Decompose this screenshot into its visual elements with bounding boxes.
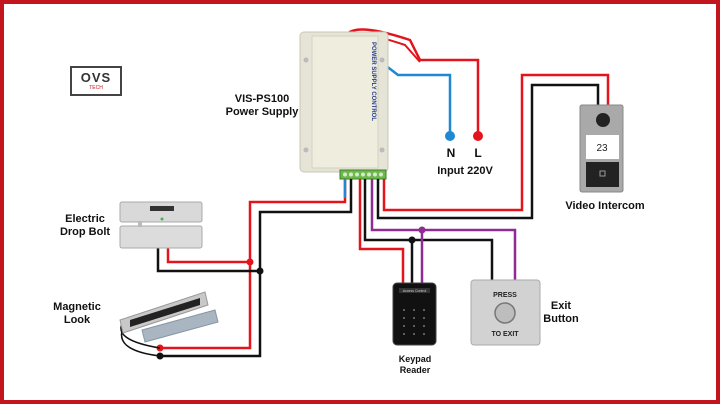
wire-lock-negative: [160, 179, 353, 358]
wire-keypad-red: [358, 179, 405, 286]
junction-black-dropbolt: [256, 267, 264, 275]
live-label: L: [474, 146, 482, 160]
exit-button-label: Exit Button: [538, 300, 584, 326]
drop-bolt-label-line2: Drop Bolt: [59, 226, 111, 238]
power-supply-model: VIS-PS100: [234, 93, 290, 105]
wire-dropbolt-red: [166, 248, 250, 264]
keypad-reader-image: Access Control: [392, 282, 437, 346]
electric-drop-bolt-image: [119, 201, 203, 249]
neutral-label: N: [446, 146, 456, 160]
keypad-panel-title: Access Control: [403, 289, 427, 293]
intercom-display-number: 23: [596, 143, 608, 154]
exit-button-image: PRESS TO EXIT: [470, 279, 541, 346]
video-intercom-image: 23: [579, 104, 624, 193]
drop-bolt-label-line1: Electric: [65, 213, 105, 225]
intercom-label: Video Intercom: [565, 200, 645, 212]
power-supply-name: Power Supply: [225, 106, 299, 118]
wire-gnd-black: [363, 179, 494, 282]
exit-press-text: PRESS: [493, 292, 517, 299]
wire-dropbolt-black: [156, 248, 260, 273]
magnetic-lock-label-line2: Look: [63, 314, 91, 326]
magnetic-lock-label: Magnetic Look: [52, 301, 102, 327]
logo: OVS TECH: [70, 66, 122, 96]
drop-bolt-label: Electric Drop Bolt: [55, 213, 115, 239]
live-terminal-dot: [473, 131, 483, 141]
power-supply-unit: POWER SUPPLY CONTROL: [299, 31, 389, 180]
wire-intercom-red: [382, 73, 610, 212]
input-voltage-label: Input 220V: [437, 165, 493, 177]
logo-subtext: TECH: [89, 85, 103, 91]
wire-ac-neutral: [384, 64, 452, 133]
junction-purple-keypad: [418, 226, 426, 234]
neutral-terminal-dot: [445, 131, 455, 141]
svg-text:POWER SUPPLY CONTROL: POWER SUPPLY CONTROL: [370, 42, 376, 121]
power-supply-label: VIS-PS100 Power Supply: [222, 93, 302, 119]
exit-to-exit-text: TO EXIT: [491, 331, 519, 338]
keypad-label-line2: Reader: [399, 365, 431, 375]
junction-black-keypad: [408, 236, 416, 244]
magnetic-lock-image: [119, 291, 219, 343]
keypad-label-line1: Keypad: [398, 354, 432, 364]
magnetic-lock-label-line1: Magnetic: [53, 301, 101, 313]
keypad-label: Keypad Reader: [390, 354, 440, 376]
exit-button-label-line1: Exit: [550, 300, 572, 312]
exit-button-label-line2: Button: [543, 313, 579, 325]
logo-text: OVS: [80, 70, 112, 85]
wire-push-purple: [370, 179, 517, 282]
wire-intercom-black: [376, 83, 600, 220]
junction-red-dropbolt: [246, 258, 254, 266]
